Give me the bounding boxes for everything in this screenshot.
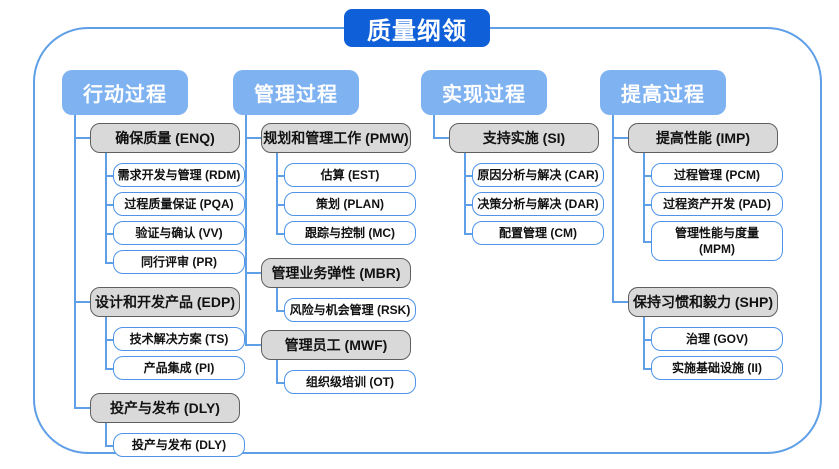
leaf-node-pqa: 过程质量保证 (PQA): [113, 192, 245, 216]
group-pmw: 规划和管理工作 (PMW) 估算 (EST) 策划 (PLAN) 跟踪与控制 (…: [245, 115, 433, 245]
branch-action-process: 行动过程 确保质量 (ENQ) 需求开发与管理 (RDM) 过程质量保证 (PQ…: [62, 70, 262, 457]
child-item: 策划 (PLAN): [276, 187, 433, 216]
child-item: 需求开发与管理 (RDM): [105, 153, 262, 187]
child-item: 过程资产开发 (PAD): [643, 187, 800, 216]
group-node-imp: 提高性能 (IMP): [628, 123, 778, 153]
child-item: 配置管理 (CM): [464, 216, 621, 245]
child-item: 同行评审 (PR): [105, 245, 262, 274]
leaf-node-mc: 跟踪与控制 (MC): [284, 221, 416, 245]
child-item: 管理性能与度量 (MPM): [643, 216, 800, 261]
group-si: 支持实施 (SI) 原因分析与解决 (CAR) 决策分析与解决 (DAR) 配置…: [433, 115, 621, 245]
leaf-node-pr: 同行评审 (PR): [113, 250, 245, 274]
child-item: 验证与确认 (VV): [105, 216, 262, 245]
leaf-node-dar: 决策分析与解决 (DAR): [472, 192, 604, 216]
leaf-node-ts: 技术解决方案 (TS): [113, 327, 245, 351]
group-node-mbr: 管理业务弹性 (MBR): [261, 258, 411, 288]
group-list-realization: 支持实施 (SI) 原因分析与解决 (CAR) 决策分析与解决 (DAR) 配置…: [433, 115, 621, 245]
child-list-pmw: 估算 (EST) 策划 (PLAN) 跟踪与控制 (MC): [276, 153, 433, 245]
group-node-shp: 保持习惯和毅力 (SHP): [628, 287, 778, 317]
leaf-node-est: 估算 (EST): [284, 163, 416, 187]
branch-header-management: 管理过程: [233, 70, 359, 115]
child-item: 产品集成 (PI): [105, 351, 262, 380]
child-list-mwf: 组织级培训 (OT): [276, 360, 433, 394]
leaf-node-vv: 验证与确认 (VV): [113, 221, 245, 245]
branch-header-improvement: 提高过程: [600, 70, 726, 115]
leaf-node-car: 原因分析与解决 (CAR): [472, 163, 604, 187]
child-item: 风险与机会管理 (RSK): [276, 288, 433, 322]
group-dly: 投产与发布 (DLY) 投产与发布 (DLY): [74, 380, 262, 457]
child-item: 过程质量保证 (PQA): [105, 187, 262, 216]
group-mbr: 管理业务弹性 (MBR) 风险与机会管理 (RSK): [245, 245, 433, 322]
branch-management-process: 管理过程 规划和管理工作 (PMW) 估算 (EST) 策划 (PLAN) 跟踪…: [233, 70, 433, 394]
group-node-dly: 投产与发布 (DLY): [90, 393, 240, 423]
leaf-node-ot: 组织级培训 (OT): [284, 370, 416, 394]
child-item: 估算 (EST): [276, 153, 433, 187]
leaf-node-pcm: 过程管理 (PCM): [651, 163, 783, 187]
group-node-mwf: 管理员工 (MWF): [261, 330, 411, 360]
branch-realization-process: 实现过程 支持实施 (SI) 原因分析与解决 (CAR) 决策分析与解决 (DA…: [421, 70, 621, 245]
group-node-enq: 确保质量 (ENQ): [90, 123, 240, 153]
child-item: 治理 (GOV): [643, 317, 800, 351]
leaf-node-dly: 投产与发布 (DLY): [113, 433, 245, 457]
child-list-mbr: 风险与机会管理 (RSK): [276, 288, 433, 322]
child-item: 投产与发布 (DLY): [105, 423, 262, 457]
child-list-edp: 技术解决方案 (TS) 产品集成 (PI): [105, 317, 262, 380]
group-imp: 提高性能 (IMP) 过程管理 (PCM) 过程资产开发 (PAD) 管理性能与…: [612, 115, 800, 261]
child-list-enq: 需求开发与管理 (RDM) 过程质量保证 (PQA) 验证与确认 (VV) 同行…: [105, 153, 262, 274]
diagram-title: 质量纲领: [344, 9, 490, 47]
branch-header-realization: 实现过程: [421, 70, 547, 115]
leaf-node-pad: 过程资产开发 (PAD): [651, 192, 783, 216]
group-node-edp: 设计和开发产品 (EDP): [90, 287, 240, 317]
group-shp: 保持习惯和毅力 (SHP) 治理 (GOV) 实施基础设施 (II): [612, 261, 800, 380]
child-list-imp: 过程管理 (PCM) 过程资产开发 (PAD) 管理性能与度量 (MPM): [643, 153, 800, 261]
group-list-management: 规划和管理工作 (PMW) 估算 (EST) 策划 (PLAN) 跟踪与控制 (…: [245, 115, 433, 394]
leaf-node-mpm: 管理性能与度量 (MPM): [651, 221, 783, 261]
leaf-node-gov: 治理 (GOV): [651, 327, 783, 351]
group-node-si: 支持实施 (SI): [449, 123, 599, 153]
child-item: 决策分析与解决 (DAR): [464, 187, 621, 216]
group-list-action: 确保质量 (ENQ) 需求开发与管理 (RDM) 过程质量保证 (PQA) 验证…: [74, 115, 262, 457]
group-mwf: 管理员工 (MWF) 组织级培训 (OT): [245, 322, 433, 394]
branch-header-action: 行动过程: [62, 70, 188, 115]
child-item: 组织级培训 (OT): [276, 360, 433, 394]
branch-improvement-process: 提高过程 提高性能 (IMP) 过程管理 (PCM) 过程资产开发 (PAD) …: [600, 70, 800, 380]
leaf-node-cm: 配置管理 (CM): [472, 221, 604, 245]
child-item: 原因分析与解决 (CAR): [464, 153, 621, 187]
child-item: 实施基础设施 (II): [643, 351, 800, 380]
child-item: 跟踪与控制 (MC): [276, 216, 433, 245]
leaf-node-ii: 实施基础设施 (II): [651, 356, 783, 380]
leaf-node-rsk: 风险与机会管理 (RSK): [284, 298, 416, 322]
group-enq: 确保质量 (ENQ) 需求开发与管理 (RDM) 过程质量保证 (PQA) 验证…: [74, 115, 262, 274]
leaf-node-plan: 策划 (PLAN): [284, 192, 416, 216]
group-edp: 设计和开发产品 (EDP) 技术解决方案 (TS) 产品集成 (PI): [74, 274, 262, 380]
child-item: 技术解决方案 (TS): [105, 317, 262, 351]
leaf-node-pi: 产品集成 (PI): [113, 356, 245, 380]
child-list-si: 原因分析与解决 (CAR) 决策分析与解决 (DAR) 配置管理 (CM): [464, 153, 621, 245]
child-item: 过程管理 (PCM): [643, 153, 800, 187]
group-list-improvement: 提高性能 (IMP) 过程管理 (PCM) 过程资产开发 (PAD) 管理性能与…: [612, 115, 800, 380]
child-list-dly: 投产与发布 (DLY): [105, 423, 262, 457]
group-node-pmw: 规划和管理工作 (PMW): [261, 123, 411, 153]
child-list-shp: 治理 (GOV) 实施基础设施 (II): [643, 317, 800, 380]
leaf-node-rdm: 需求开发与管理 (RDM): [113, 163, 245, 187]
